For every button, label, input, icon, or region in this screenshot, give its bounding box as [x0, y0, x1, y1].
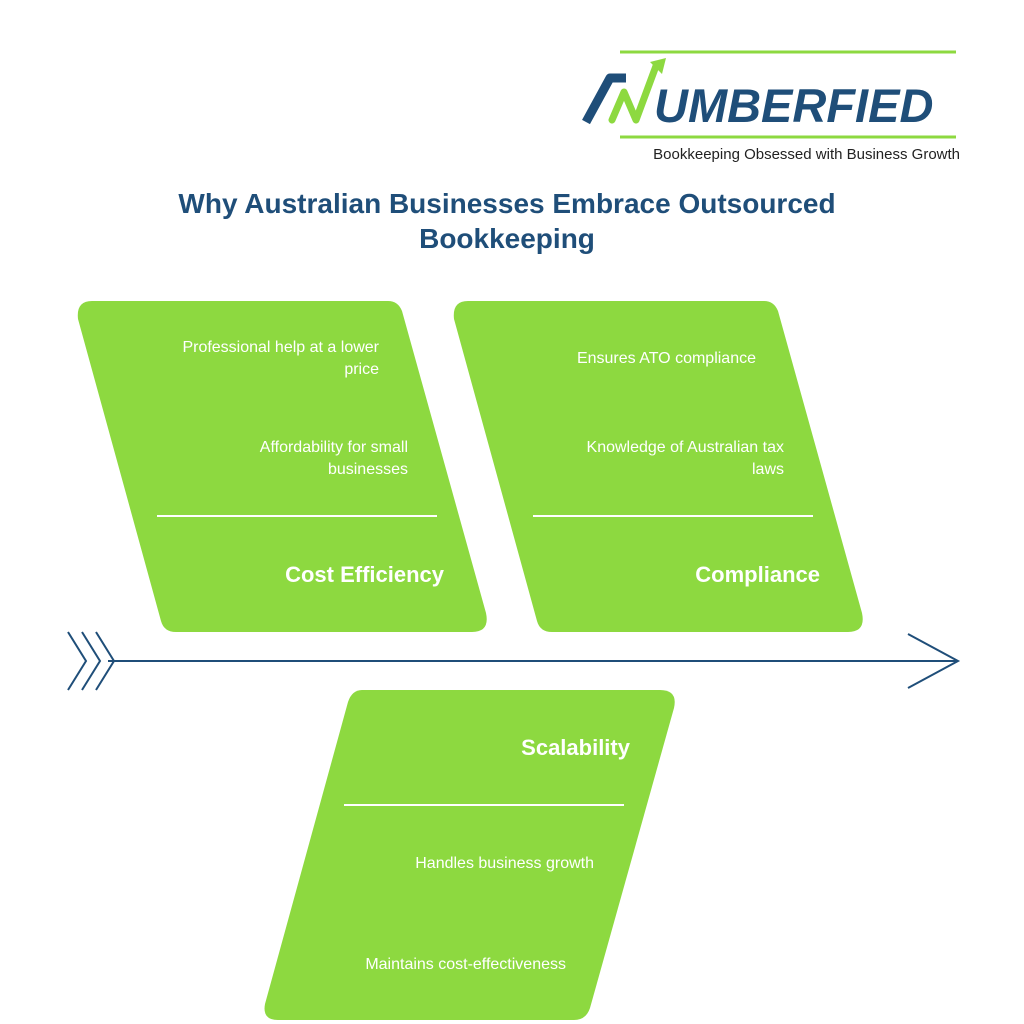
category-card-cost-efficiency: Professional help at a lower price Affor…: [76, 301, 490, 632]
card-divider: [533, 515, 813, 517]
card-shape: [264, 690, 675, 1020]
spine-tail-feathers: [67, 631, 116, 691]
cause-text: Affordability for small businesses: [259, 439, 408, 478]
card-shape: [453, 301, 863, 632]
spine-arrow-head: [907, 633, 961, 689]
cause-text: Professional help at a lower price: [182, 339, 379, 378]
card-divider: [344, 804, 624, 806]
logo-wordmark: UMBERFIED: [654, 79, 933, 132]
brand-logo: UMBERFIED Bookkeeping Obsessed with Busi…: [580, 48, 960, 173]
n-green-arrow-stroke: [608, 62, 660, 124]
cause-text: Ensures ATO compliance: [576, 350, 756, 367]
category-card-scalability: Scalability Handles business growth Main…: [262, 690, 678, 1020]
arrow-head: [650, 58, 666, 74]
cause-text: Knowledge of Australian tax laws: [586, 439, 784, 478]
category-label: Scalability: [521, 735, 630, 760]
logo-tagline: Bookkeeping Obsessed with Business Growt…: [653, 146, 960, 163]
logo-graphic: UMBERFIED: [582, 50, 956, 139]
category-label: Compliance: [695, 562, 820, 587]
cause-text: Maintains cost-effectiveness: [365, 956, 566, 973]
cause-text: Handles business growth: [415, 855, 594, 872]
card-divider: [157, 515, 437, 517]
category-card-compliance: Ensures ATO compliance Knowledge of Aust…: [452, 301, 866, 632]
category-label: Cost Efficiency: [285, 562, 444, 587]
n-navy-stroke: [582, 73, 626, 125]
page-title: Why Australian Businesses Embrace Outsou…: [178, 188, 836, 254]
card-shape: [77, 301, 487, 632]
